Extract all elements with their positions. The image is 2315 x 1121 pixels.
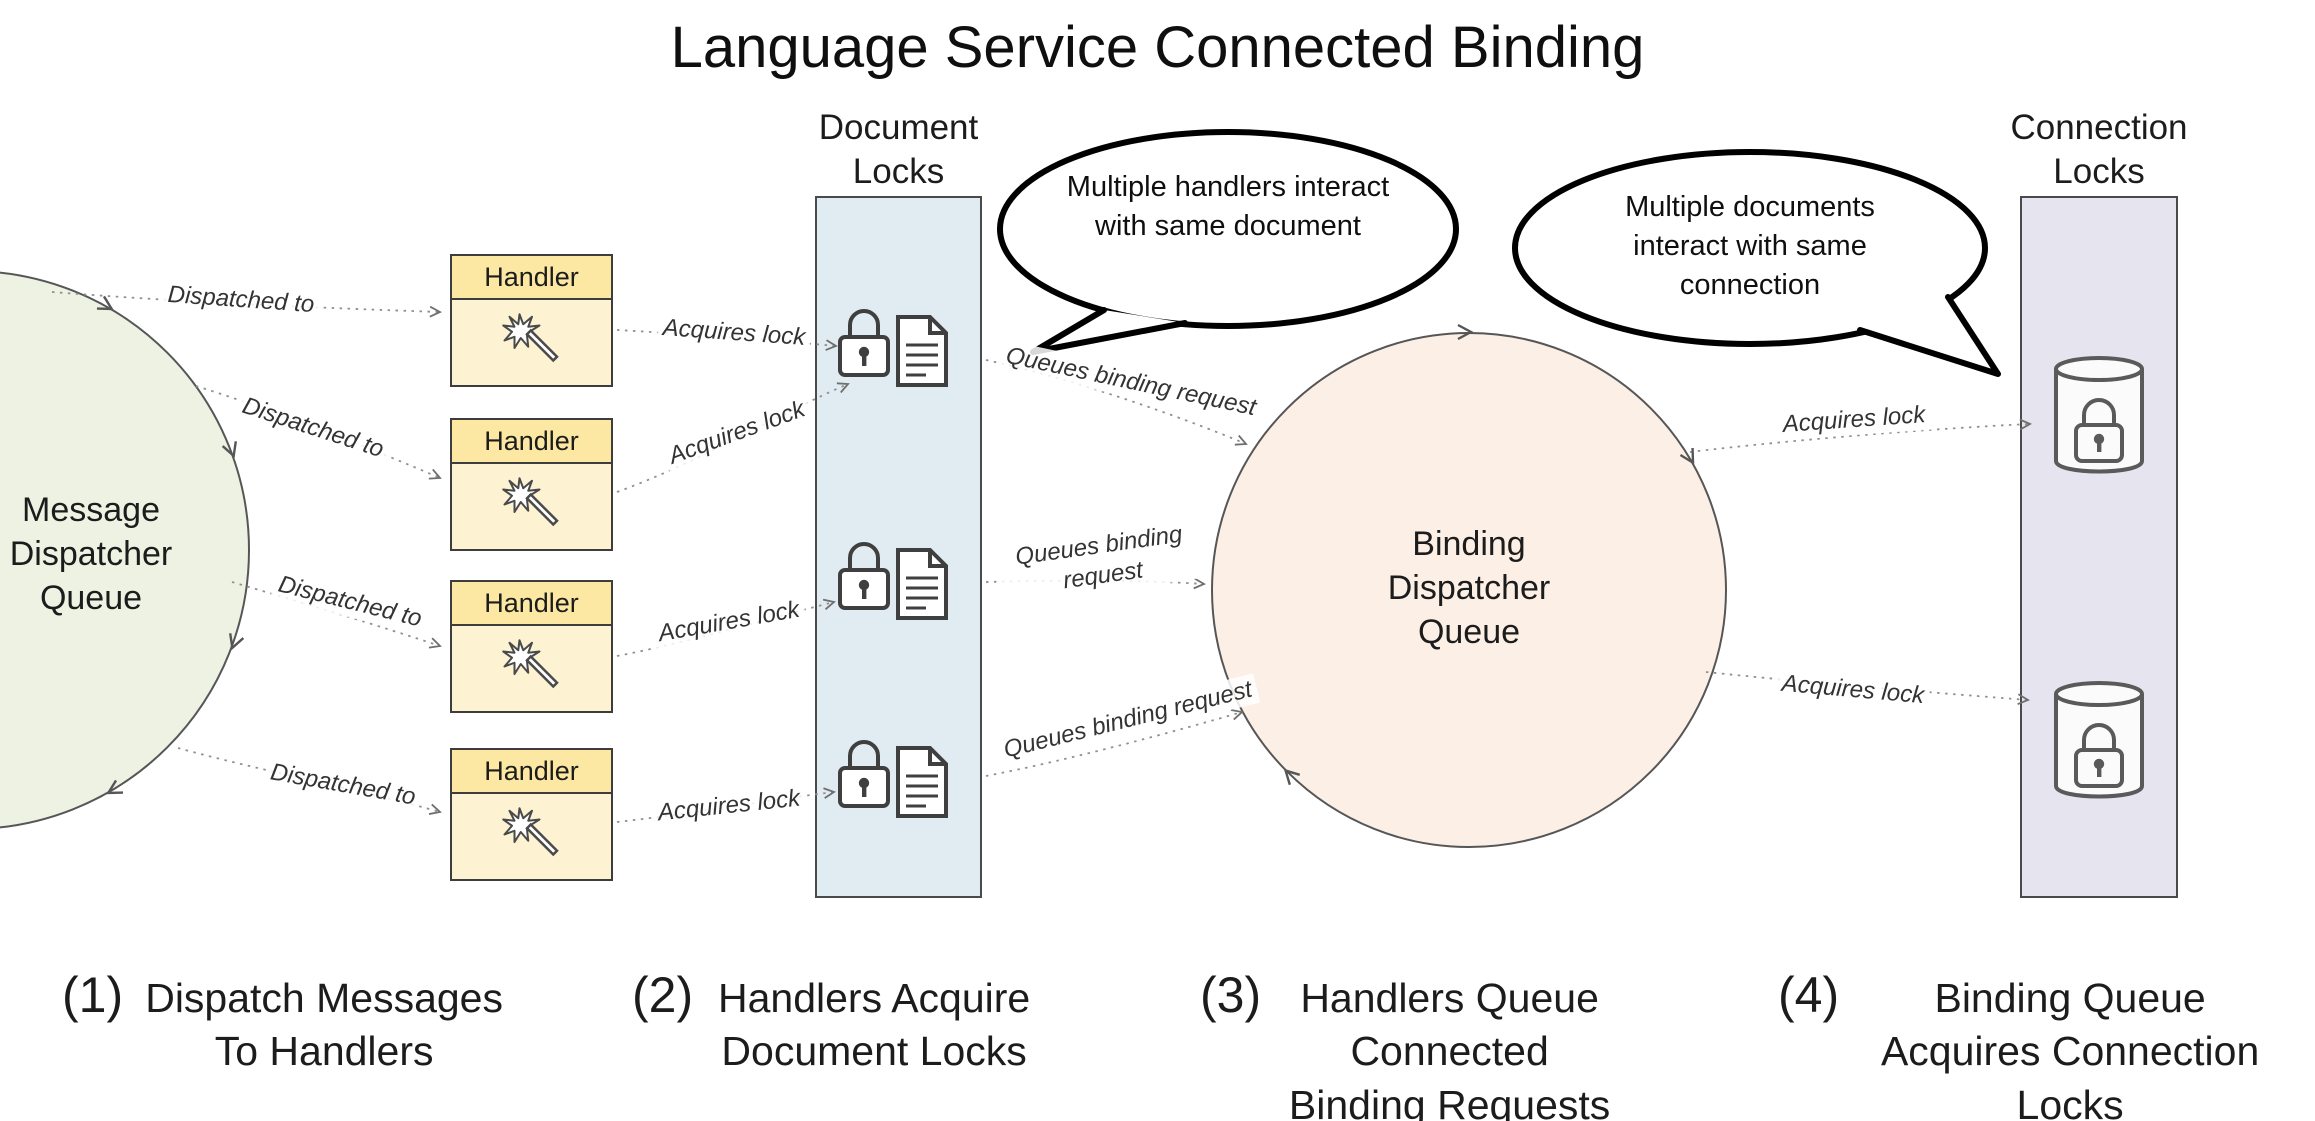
magic-wand-icon [501, 312, 559, 362]
handler-label: Handler [452, 420, 611, 464]
binding-dispatcher-queue-label: Binding Dispatcher Queue [1387, 525, 1551, 652]
binding-dispatcher-queue-shape [1211, 332, 1727, 848]
lock-document-icon [830, 297, 960, 397]
edge-acquires-lock-2 [616, 382, 850, 493]
caption-3: (3) Handlers Queue Connected Binding Req… [1200, 968, 1622, 1121]
caption-number: (3) [1200, 967, 1262, 1023]
message-dispatcher-queue-label: Message Dispatcher Queue [9, 491, 173, 618]
magic-wand-icon [501, 638, 559, 688]
handler-label: Handler [452, 582, 611, 626]
caption-4: (4) Binding Queue Acquires Connection Lo… [1778, 968, 2285, 1121]
speech-bubble-handlers-text: Multiple handlers interact with same doc… [1066, 171, 1390, 243]
lock-document-icon [830, 530, 960, 630]
database-lock-icon [2044, 345, 2154, 485]
connection-locks-label: Connection Locks [2010, 108, 2188, 191]
edge-queues-request-3 [985, 709, 1244, 777]
handler-box-3: Handler [450, 580, 613, 713]
speech-bubble-documents-text: Multiple documents interact with same co… [1625, 191, 1875, 302]
magic-wand-icon [501, 476, 559, 526]
caption-number: (1) [62, 967, 124, 1023]
edge-conn-acquires-lock-1 [1689, 418, 2033, 453]
edge-dispatched-2 [195, 385, 442, 480]
edge-conn-acquires-lock-2 [1705, 671, 2031, 706]
caption-number: (4) [1778, 967, 1840, 1023]
caption-text: Dispatch Messages To Handlers [145, 975, 503, 1075]
database-lock-icon [2044, 670, 2154, 810]
document-locks-label: Document Locks [818, 108, 979, 191]
edge-dispatched-3 [231, 581, 442, 649]
caption-text: Handlers Queue Connected Binding Request… [1288, 975, 1611, 1121]
caption-text: Handlers Acquire Document Locks [717, 975, 1031, 1075]
caption-2: (2) Handlers Acquire Document Locks [632, 968, 1039, 1079]
speech-bubble-documents [1512, 149, 2001, 377]
handler-label: Handler [452, 750, 611, 794]
handler-box-2: Handler [450, 418, 613, 551]
caption-1: (1) Dispatch Messages To Handlers [62, 968, 509, 1079]
magic-wand-icon [501, 806, 559, 856]
caption-number: (2) [632, 967, 694, 1023]
caption-text: Binding Queue Acquires Connection Locks [1880, 975, 2260, 1121]
handler-box-1: Handler [450, 254, 613, 387]
queue-flow-chevrons [96, 295, 1695, 795]
diagram-title: Language Service Connected Binding [670, 15, 1645, 80]
handler-box-4: Handler [450, 748, 613, 881]
handler-label: Handler [452, 256, 611, 300]
lock-document-icon [830, 728, 960, 828]
